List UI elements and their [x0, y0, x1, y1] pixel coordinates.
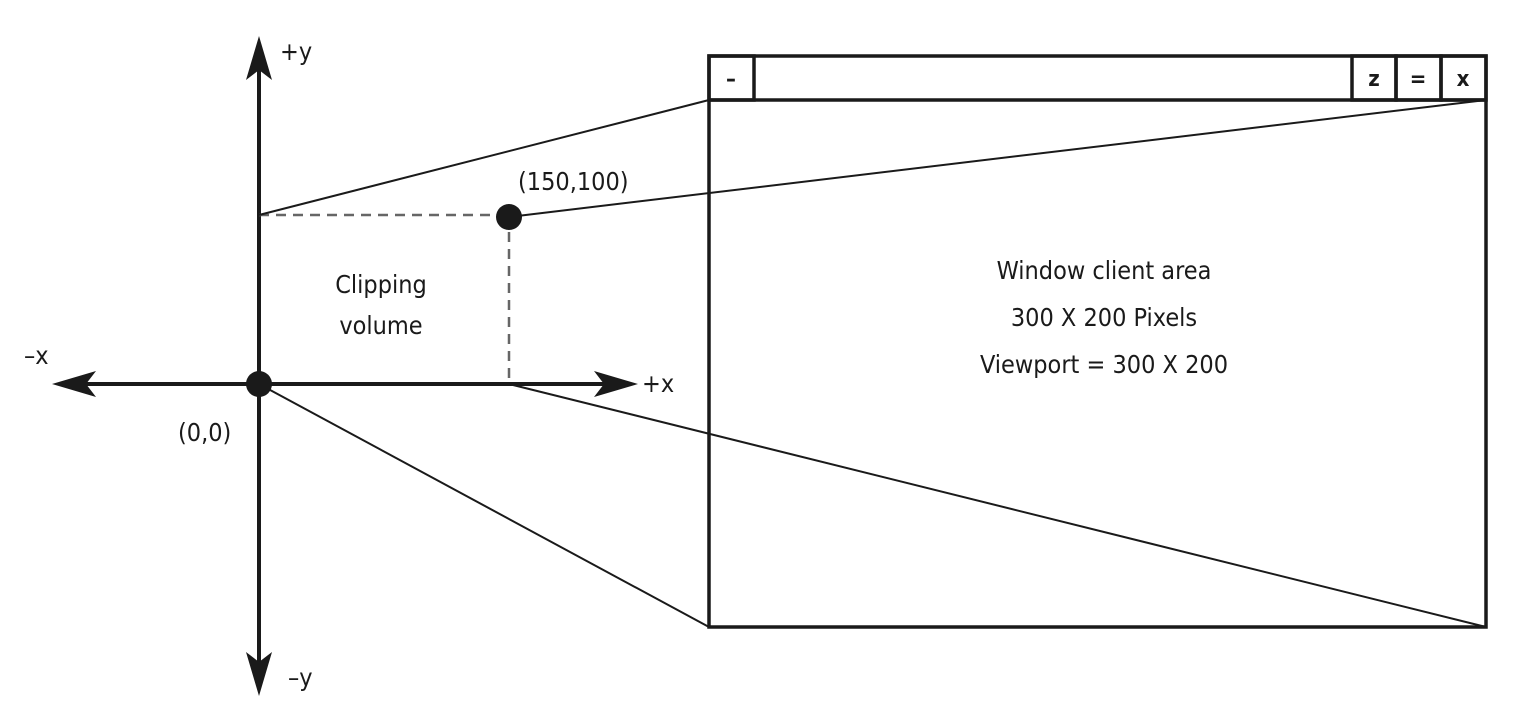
window-menu-icon: – [726, 67, 736, 92]
origin-label: (0,0) [178, 418, 231, 447]
clipping-label-line1: Clipping [335, 270, 427, 299]
pos-x-label: +x [642, 369, 674, 398]
client-area-line2: 300 X 200 Pixels [1011, 303, 1197, 332]
window-close-button[interactable]: x [1439, 54, 1488, 102]
y-axis-up-arrow-icon [246, 36, 272, 80]
window-menu-button[interactable]: – [707, 54, 756, 102]
neg-y-label: –y [288, 663, 313, 692]
window-restore-button[interactable]: = [1394, 54, 1443, 102]
client-area-line3: Viewport = 300 X 200 [980, 350, 1228, 379]
y-axis-down-arrow-icon [246, 652, 272, 696]
projection-line-top-right [508, 99, 1487, 218]
corner-label: (150,100) [518, 167, 629, 196]
window-close-icon: x [1457, 67, 1470, 92]
window-restore-icon: = [1410, 67, 1427, 92]
pos-y-label: +y [280, 37, 312, 66]
x-axis-right-arrow-icon [594, 371, 638, 397]
projection-line-bottom-left [258, 383, 710, 628]
window-zoom-icon: z [1368, 67, 1380, 92]
window-zoom-button[interactable]: z [1350, 54, 1398, 102]
window-frame [707, 54, 1488, 629]
clipping-label-line2: volume [339, 311, 422, 340]
corner-point [496, 204, 522, 230]
client-area-line1: Window client area [997, 256, 1212, 285]
origin-point [246, 371, 272, 397]
neg-x-label: –x [24, 341, 49, 370]
window-menu-button-box [707, 54, 756, 102]
projection-line-top-left [258, 99, 710, 216]
window-close-button-box [1439, 54, 1488, 102]
x-axis-left-arrow-icon [52, 371, 96, 397]
projection-line-bottom-right [508, 383, 1487, 628]
